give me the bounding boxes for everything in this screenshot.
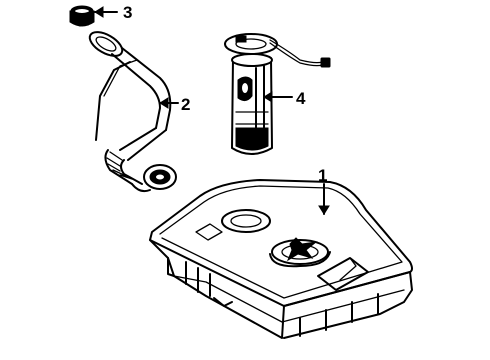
- callout-2-label: 2: [181, 95, 190, 114]
- callout-3: 3: [94, 3, 132, 22]
- callout-1: 1: [318, 166, 330, 215]
- callout-4-label: 4: [296, 89, 306, 108]
- callout-2: 2: [159, 95, 190, 114]
- callout-1-label: 1: [318, 166, 327, 185]
- fuel-tank: [149, 179, 413, 339]
- callout-3-label: 3: [123, 3, 132, 22]
- filler-cap: [69, 5, 95, 27]
- filler-neck: [88, 31, 177, 193]
- fuel-pump-assembly: [224, 33, 331, 155]
- callout-4: 4: [263, 89, 306, 108]
